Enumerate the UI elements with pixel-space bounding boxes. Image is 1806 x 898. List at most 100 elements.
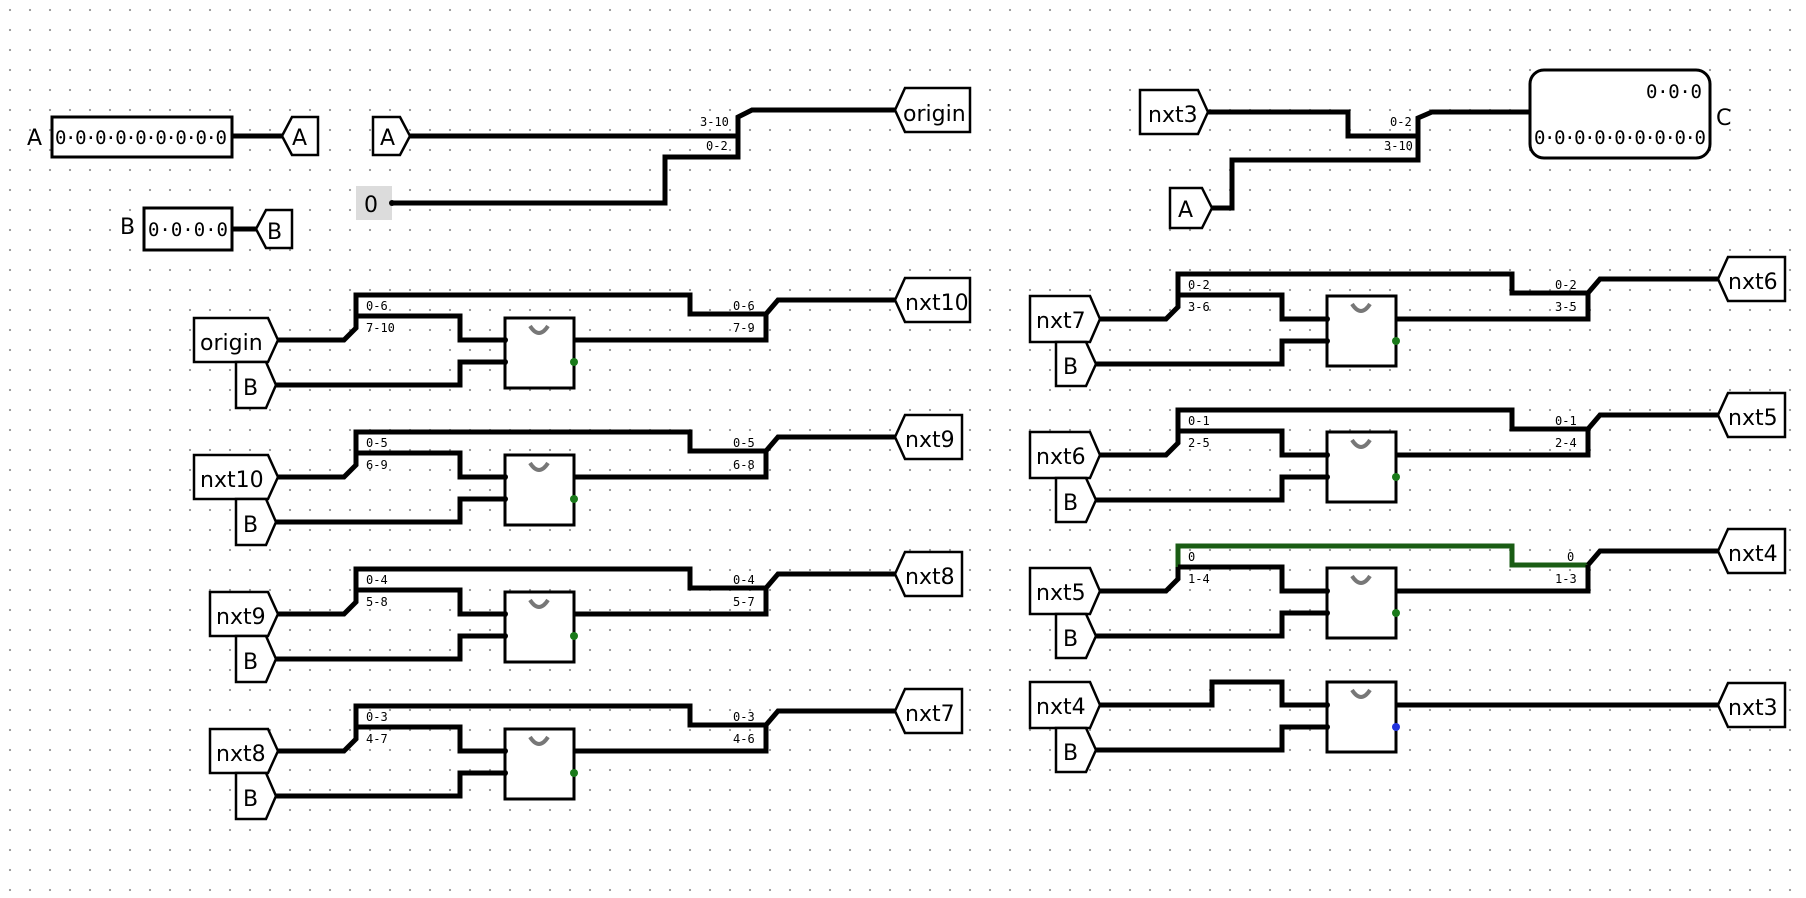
split5-in-lo: 0-1 bbox=[1188, 414, 1210, 428]
input-pin-a-value: 0·0·0·0·0·0·0·0·0 bbox=[55, 127, 227, 149]
divider-nxt9 bbox=[503, 453, 576, 527]
tunnel-nxt6-in: nxt6 bbox=[1028, 430, 1102, 480]
tunnel-b-s6: B bbox=[1054, 340, 1098, 388]
tunnel-b-1-label: B bbox=[267, 220, 282, 245]
tunnel-nxt8-in-label: nxt8 bbox=[216, 742, 266, 767]
tunnel-nxt4-out: nxt4 bbox=[1716, 527, 1787, 575]
stage-nxt7: nxt8 B 0-3 4-7 0-3 4-6 nxt7 bbox=[208, 687, 964, 821]
tunnel-nxt9-in: nxt9 bbox=[208, 590, 280, 638]
divider-nxt7 bbox=[503, 727, 576, 801]
tunnel-nxt7-out: nxt7 bbox=[893, 687, 964, 735]
split-origin-label-lo: 0-2 bbox=[706, 139, 728, 153]
tunnel-b-s7: B bbox=[234, 771, 278, 821]
split9-out-hi: 6-8 bbox=[733, 458, 755, 472]
split9-in-hi: 6-9 bbox=[366, 458, 388, 472]
input-pin-b[interactable]: B 0·0·0·0 bbox=[120, 206, 234, 252]
divider-nxt3 bbox=[1325, 680, 1398, 754]
tunnel-b-s5: B bbox=[1054, 476, 1098, 524]
tunnel-a-1: A bbox=[280, 115, 320, 157]
split5-in-hi: 2-5 bbox=[1188, 436, 1210, 450]
split7-in-hi: 4-7 bbox=[366, 732, 388, 746]
constant-zero-box bbox=[356, 186, 392, 220]
split8-in-lo: 0-4 bbox=[366, 573, 388, 587]
split4-in-hi: 1-4 bbox=[1188, 572, 1210, 586]
split-origin-label-hi: 3-10 bbox=[700, 115, 729, 129]
tunnel-b-1: B bbox=[254, 208, 294, 250]
split8-out-hi: 5-7 bbox=[733, 595, 755, 609]
split-c-label-hi: 3-10 bbox=[1384, 139, 1413, 153]
input-pin-a[interactable]: A 0·0·0·0·0·0·0·0·0 bbox=[27, 115, 234, 159]
tunnel-nxt10-out-label: nxt10 bbox=[905, 291, 969, 316]
split10-in-lo: 0-6 bbox=[366, 299, 388, 313]
stage-nxt9: nxt10 B 0-5 6-9 0-5 6-8 nxt9 bbox=[192, 413, 964, 547]
tunnel-nxt10-in-label: nxt10 bbox=[200, 468, 264, 493]
tunnel-b-s4: B bbox=[1054, 612, 1098, 660]
tunnel-a-1-label: A bbox=[292, 126, 307, 151]
split8-out-lo: 0-4 bbox=[733, 573, 755, 587]
tunnel-nxt3-out-label: nxt3 bbox=[1728, 696, 1778, 721]
tunnel-nxt5-out-label: nxt5 bbox=[1728, 406, 1778, 431]
split7-out-lo: 0-3 bbox=[733, 710, 755, 724]
split4-in-lo: 0 bbox=[1188, 550, 1195, 564]
active-wire-bit0 bbox=[1175, 543, 1588, 568]
input-pin-b-value: 0·0·0·0 bbox=[148, 219, 228, 241]
tunnel-b-s3: B bbox=[1054, 726, 1098, 774]
split4-out-lo: 0 bbox=[1567, 550, 1574, 564]
tunnel-nxt4-out-label: nxt4 bbox=[1728, 542, 1778, 567]
tunnel-b-s5-label: B bbox=[1063, 491, 1078, 516]
tunnel-b-s8-label: B bbox=[243, 650, 258, 675]
tunnel-nxt9-in-label: nxt9 bbox=[216, 605, 266, 630]
tunnel-origin-out-label: origin bbox=[903, 102, 966, 127]
tunnel-origin-in: origin bbox=[192, 316, 280, 364]
split7-in-lo: 0-3 bbox=[366, 710, 388, 724]
tunnel-nxt10-in: nxt10 bbox=[192, 453, 280, 501]
split10-out-hi: 7-9 bbox=[733, 321, 755, 335]
tunnel-nxt9-out: nxt9 bbox=[893, 413, 964, 461]
split5-out-hi: 2-4 bbox=[1555, 436, 1577, 450]
tunnel-nxt3-in-label: nxt3 bbox=[1148, 103, 1198, 128]
tunnel-nxt7-in: nxt7 bbox=[1028, 294, 1102, 344]
tunnel-b-s4-label: B bbox=[1063, 627, 1078, 652]
tunnel-b-s6-label: B bbox=[1063, 355, 1078, 380]
split8-in-hi: 5-8 bbox=[366, 595, 388, 609]
tunnel-nxt5-out: nxt5 bbox=[1716, 391, 1787, 439]
input-pin-a-label: A bbox=[27, 126, 42, 151]
split-c-label-lo: 0-2 bbox=[1390, 115, 1412, 129]
split9-in-lo: 0-5 bbox=[366, 436, 388, 450]
divider-nxt10 bbox=[503, 316, 576, 390]
divider-nxt8 bbox=[503, 590, 576, 664]
input-pin-b-label: B bbox=[120, 215, 135, 240]
tunnel-nxt3-in: nxt3 bbox=[1138, 88, 1210, 136]
split9-out-lo: 0-5 bbox=[733, 436, 755, 450]
divider-nxt4 bbox=[1325, 566, 1398, 640]
tunnel-b-s7-label: B bbox=[243, 787, 258, 812]
tunnel-nxt5-in: nxt5 bbox=[1028, 566, 1102, 616]
tunnel-nxt8-in: nxt8 bbox=[208, 727, 280, 775]
stage-nxt4: nxt5 B 0 1-4 0 1-3 nxt4 bbox=[1028, 527, 1787, 660]
tunnel-b-s3-label: B bbox=[1063, 741, 1078, 766]
tunnel-a-2-label: A bbox=[380, 126, 395, 151]
tunnel-b-s9: B bbox=[234, 497, 278, 547]
split6-out-lo: 0-2 bbox=[1555, 278, 1577, 292]
tunnel-nxt7-out-label: nxt7 bbox=[905, 702, 955, 727]
split6-out-hi: 3-5 bbox=[1555, 300, 1577, 314]
split7-out-hi: 4-6 bbox=[733, 732, 755, 746]
tunnel-a-2: A bbox=[371, 115, 412, 157]
tunnel-nxt7-in-label: nxt7 bbox=[1036, 309, 1086, 334]
tunnel-nxt6-out-label: nxt6 bbox=[1728, 270, 1778, 295]
tunnel-nxt8-out-label: nxt8 bbox=[905, 565, 955, 590]
tunnel-origin-in-label: origin bbox=[200, 331, 263, 356]
output-pin-c-value-bottom: 0·0·0·0·0·0·0·0·0 bbox=[1534, 127, 1706, 149]
tunnel-nxt10-out: nxt10 bbox=[893, 276, 972, 324]
tunnel-nxt9-out-label: nxt9 bbox=[905, 428, 955, 453]
tunnel-nxt5-in-label: nxt5 bbox=[1036, 581, 1086, 606]
split4-out-hi: 1-3 bbox=[1555, 572, 1577, 586]
stage-nxt8: nxt9 B 0-4 5-8 0-4 5-7 nxt8 bbox=[208, 550, 964, 684]
output-pin-c: 0·0·0 0·0·0·0·0·0·0·0·0 C bbox=[1528, 68, 1731, 160]
tunnel-a-3: A bbox=[1168, 186, 1214, 230]
tunnel-a-3-label: A bbox=[1178, 198, 1193, 223]
stage-nxt3: nxt4 B nxt3 bbox=[1028, 679, 1787, 774]
stage-nxt6: nxt7 B 0-2 3-6 0-2 3-5 nxt6 bbox=[1028, 255, 1787, 388]
tunnel-nxt4-in: nxt4 bbox=[1028, 680, 1102, 730]
